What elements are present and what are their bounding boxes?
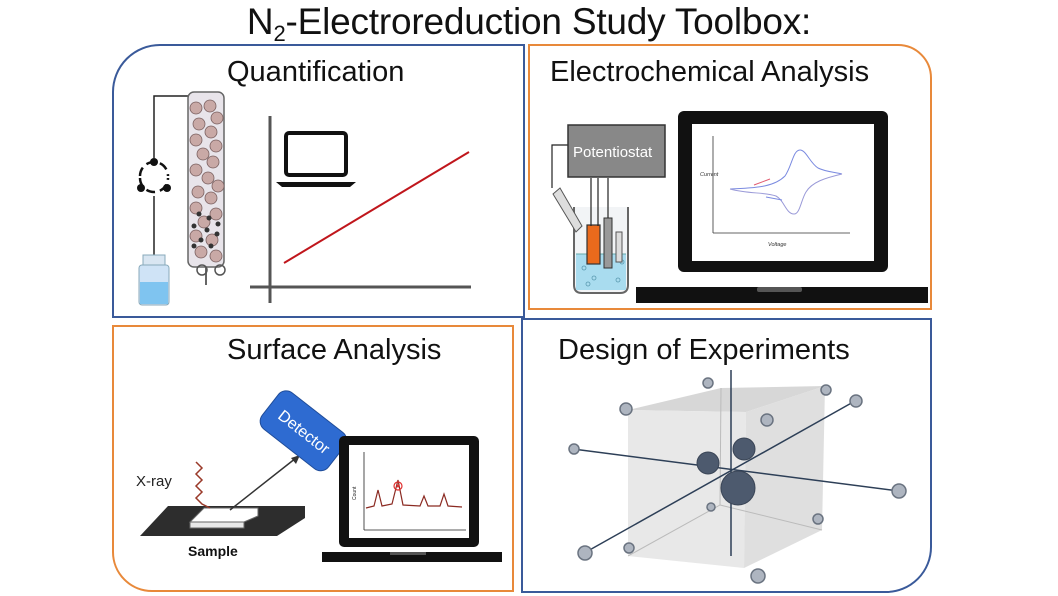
electrochemical-panel [528,44,932,310]
calibration-chart [250,116,471,303]
laptop-icon [636,111,928,303]
vial-icon [138,254,170,306]
page-title: N2-Electroreduction Study Toolbox: [246,1,812,46]
surface-panel [112,325,514,592]
center-points [696,437,756,506]
design-points [568,377,907,584]
laptop-icon [322,436,502,562]
doe-title: Design of Experiments [558,334,850,366]
svg-text:Current: Current [700,172,719,178]
potentiostat-box [567,124,666,178]
pump-icon [137,158,171,194]
column-icon [187,91,226,285]
svg-text:Count: Count [352,486,358,500]
sample-label: Sample [188,543,238,559]
quantification-panel [112,44,525,318]
laptop-icon [276,131,356,187]
doe-panel [521,318,932,593]
xray-label: X-ray [136,473,172,490]
svg-text:Voltage: Voltage [768,242,786,248]
potentiostat-label: Potentiostat [573,144,653,161]
quantification-title: Quantification [227,56,405,88]
xray-beam [194,461,211,509]
cv-chart: Voltage Current [700,136,850,248]
spectrum-chart: Count [352,452,466,531]
electrochemical-title: Electrochemical Analysis [550,56,870,88]
surface-title: Surface Analysis [227,334,442,366]
